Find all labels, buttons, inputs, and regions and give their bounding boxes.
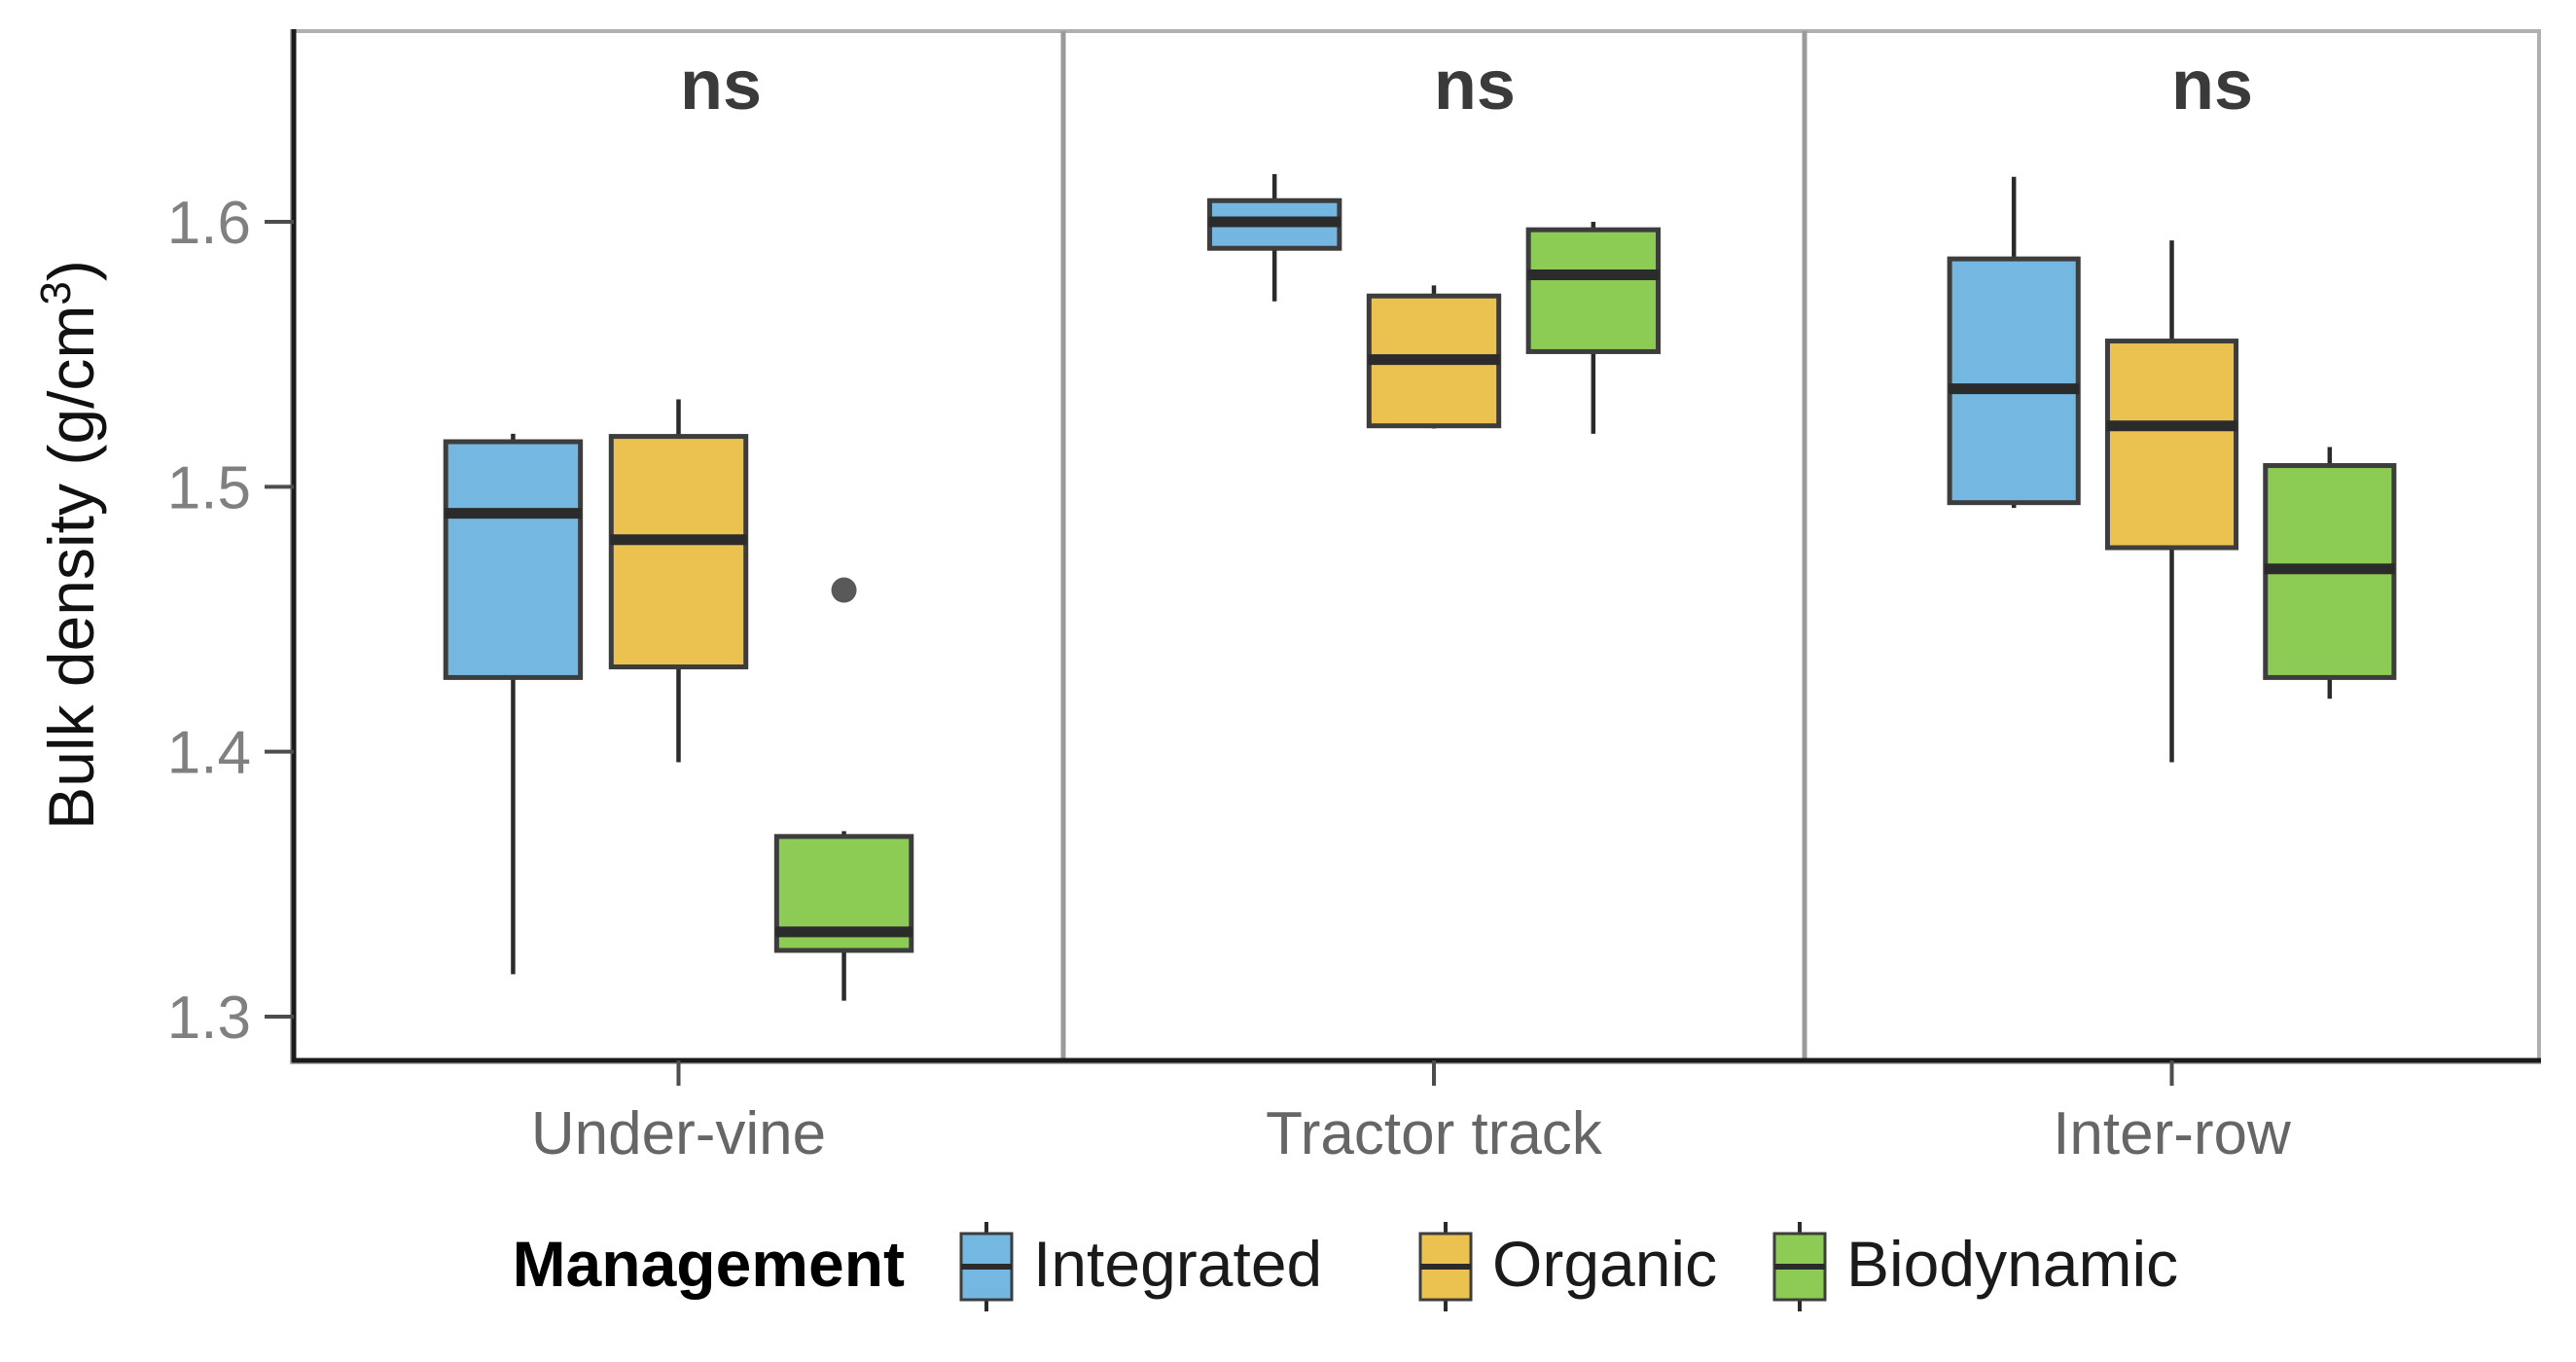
- box-rect: [2104, 339, 2239, 551]
- boxplot-tractor-track-biodynamic: [1525, 222, 1662, 434]
- boxplot-under-vine-biodynamic: [773, 577, 914, 1001]
- y-axis-title-text: Bulk density (g/cm3): [32, 260, 107, 830]
- significance-label-inter-row: ns: [2171, 47, 2253, 125]
- y-axis-title-close: ): [35, 260, 107, 281]
- boxplot-tractor-track-organic: [1366, 285, 1502, 429]
- y-tick-label: 1.6: [167, 190, 251, 257]
- significance-label-under-vine: ns: [680, 47, 762, 125]
- y-tick-label: 1.3: [167, 985, 251, 1052]
- legend: Management Integrated Organic Biodynamic: [513, 1222, 2178, 1311]
- boxplot-under-vine-organic: [608, 399, 749, 763]
- box-rect: [1525, 227, 1662, 354]
- box-rect: [1947, 256, 2081, 506]
- y-axis-title: Bulk density (g/cm3): [32, 260, 107, 830]
- box-rect: [608, 434, 749, 670]
- x-tick-label-under-vine: Under-vine: [531, 1100, 826, 1167]
- legend-label-organic: Organic: [1492, 1228, 1717, 1300]
- y-axis-title-superscript: 3: [32, 281, 80, 305]
- axis-lines: [291, 29, 2541, 1063]
- x-axis-ticks: Under-vine Tractor track Inter-row: [531, 1060, 2291, 1167]
- legend-label-integrated: Integrated: [1033, 1228, 1322, 1300]
- y-axis-title-base: Bulk density (g/cm: [35, 305, 107, 830]
- significance-annotations: ns ns ns: [680, 47, 2253, 125]
- legend-label-biodynamic: Biodynamic: [1846, 1228, 2178, 1300]
- boxplot-tractor-track-integrated: [1206, 173, 1342, 302]
- significance-label-tractor-track: ns: [1434, 47, 1516, 125]
- legend-title: Management: [513, 1228, 905, 1300]
- y-axis-ticks: 1.3 1.4 1.5 1.6: [167, 190, 294, 1052]
- boxplot-inter-row-biodynamic: [2263, 447, 2397, 699]
- legend-item-organic[interactable]: Organic: [1418, 1222, 1717, 1311]
- outlier-point: [831, 577, 857, 603]
- legend-item-integrated[interactable]: Integrated: [959, 1222, 1322, 1311]
- y-tick-label: 1.5: [167, 454, 251, 521]
- boxplot-inter-row-organic: [2104, 240, 2239, 763]
- boxplot-inter-row-integrated: [1947, 176, 2081, 509]
- legend-item-biodynamic[interactable]: Biodynamic: [1772, 1222, 2178, 1311]
- x-tick-label-inter-row: Inter-row: [2053, 1100, 2291, 1167]
- y-tick-label: 1.4: [167, 720, 251, 787]
- box-rect: [443, 439, 584, 680]
- boxplot-layer: [443, 173, 2397, 1001]
- x-tick-label-tractor-track: Tractor track: [1266, 1100, 1603, 1167]
- boxplot-under-vine-integrated: [443, 433, 584, 975]
